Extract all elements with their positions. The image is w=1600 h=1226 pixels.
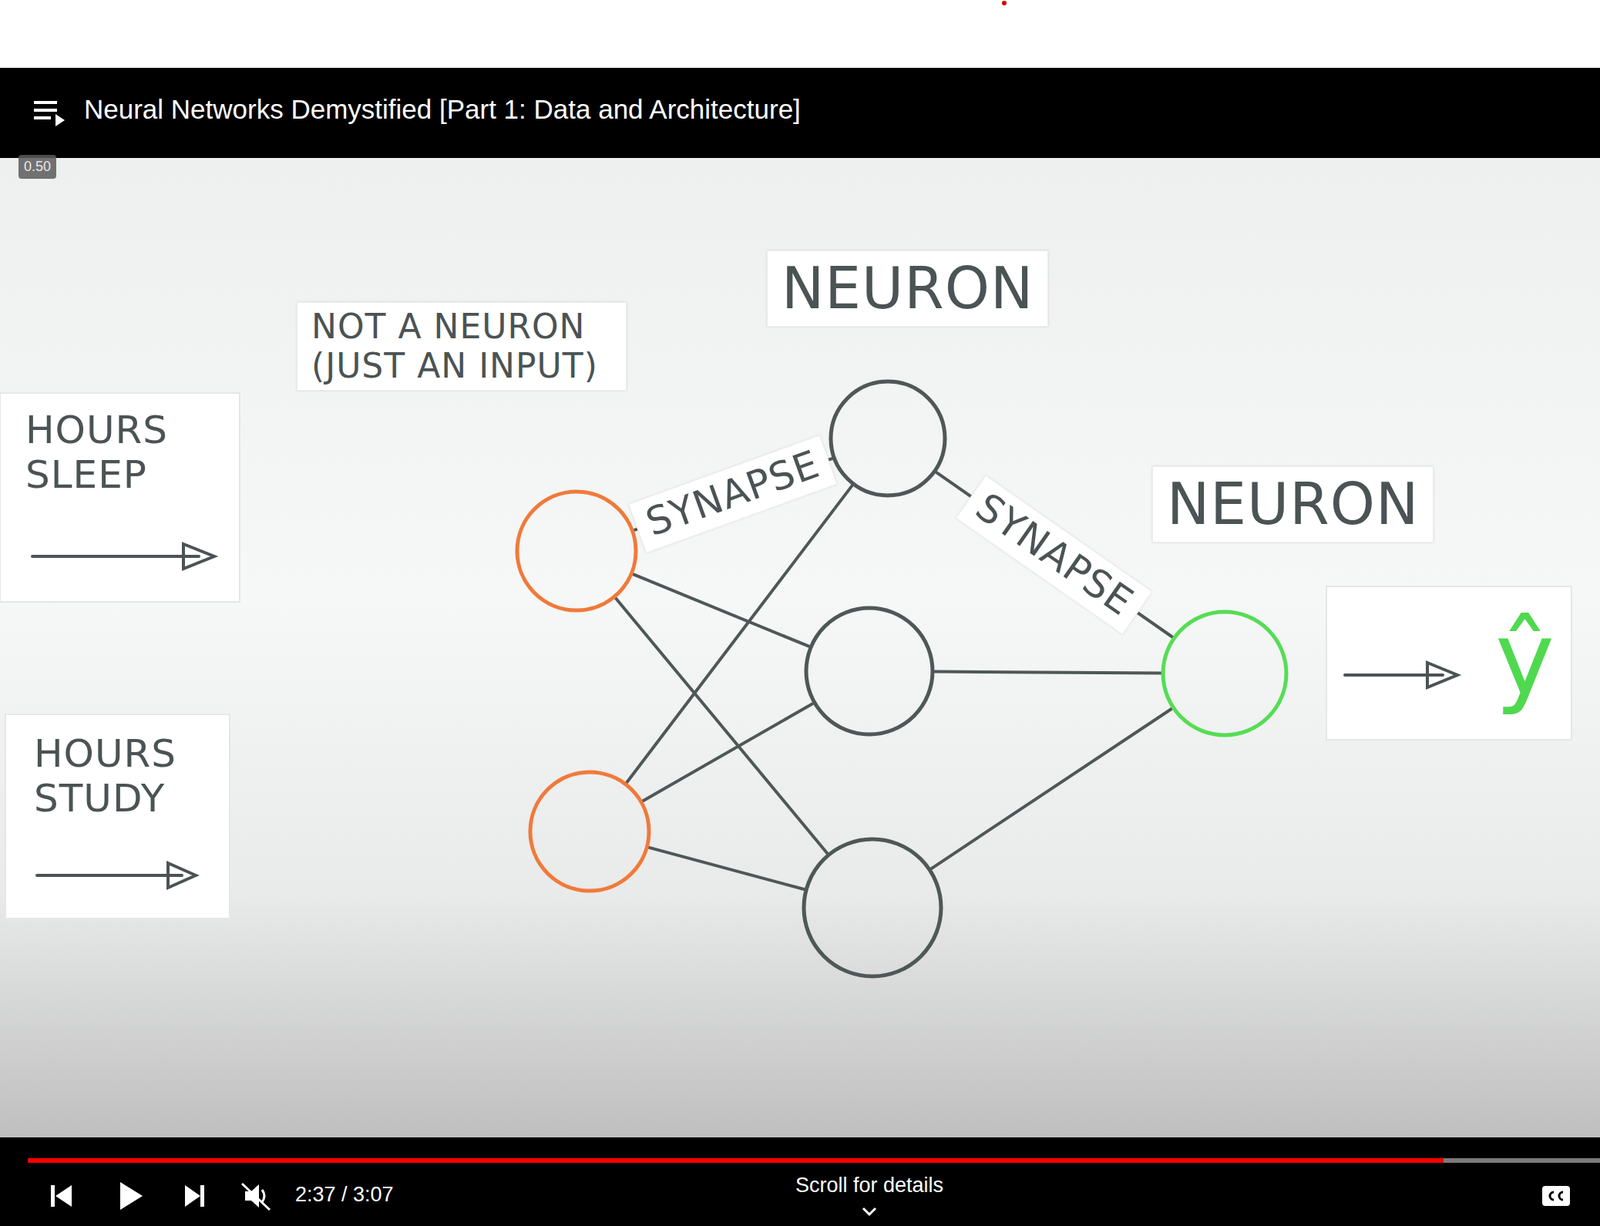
- top-bar: [0, 0, 1600, 68]
- playlist-icon: [33, 102, 65, 127]
- play-icon: [120, 1182, 143, 1211]
- input-label: HOURS SLEEP: [25, 408, 226, 498]
- input-circle: [527, 769, 652, 894]
- input-label: HOURS STUDY: [33, 732, 227, 821]
- mute-icon: [242, 1183, 270, 1211]
- hidden-neuron: [801, 836, 944, 979]
- synapse-label: SYNAPSE: [628, 435, 839, 554]
- synapse-line: [934, 672, 1161, 674]
- circle-outline: [1160, 609, 1289, 738]
- node-heading: NEURON: [766, 250, 1049, 327]
- circle-outline: [801, 836, 944, 979]
- node-heading: NOT A NEURON (JUST AN INPUT): [296, 302, 627, 391]
- next-icon: [184, 1185, 205, 1207]
- synapse-line: [936, 472, 1173, 637]
- speed-badge: 0.50: [18, 154, 57, 179]
- previous-icon: [50, 1185, 72, 1207]
- control-bar: [0, 1137, 1600, 1226]
- circle-stroke: [830, 381, 945, 496]
- input-arrow: [32, 544, 1458, 888]
- cc-icon: [1542, 1186, 1570, 1207]
- video-background: [0, 157, 1600, 1138]
- paper-strip: [0, 393, 240, 602]
- circle-stroke: [517, 491, 636, 611]
- synapse-line: [648, 847, 804, 890]
- output-symbol: ŷ: [1495, 608, 1555, 710]
- synapse-line: [642, 703, 813, 801]
- circle-stroke: [1163, 611, 1287, 736]
- synapse-label: SYNAPSE: [955, 474, 1153, 635]
- node-heading: NEURON: [1152, 466, 1434, 543]
- title-bar: [0, 67, 1600, 158]
- progress-track: [27, 1158, 1600, 1164]
- circle-outline: [514, 489, 639, 613]
- time-display: 2:37 / 3:07: [295, 1183, 394, 1207]
- circle-outline: [803, 605, 935, 737]
- synapse-line: [931, 709, 1172, 869]
- video-title: Neural Networks Demystified [Part 1: Dat…: [84, 94, 801, 125]
- input-circle: NOT A NEURON (JUST AN INPUT): [514, 489, 639, 613]
- scroll-hint: Scroll for details: [795, 1173, 944, 1198]
- synapse-line: [633, 574, 809, 646]
- paper-strip: [5, 714, 230, 919]
- circle-outline: [527, 769, 652, 894]
- circle-stroke: [803, 839, 942, 977]
- paper-strip: [1326, 586, 1572, 740]
- circle-stroke: [806, 608, 933, 735]
- output-neuron: NEURON: [1160, 609, 1289, 738]
- circle-outline: [828, 379, 948, 498]
- red-dot: [1001, 0, 1007, 6]
- circle-stroke: [530, 772, 649, 891]
- hidden-neuron: [803, 605, 935, 737]
- progress-played: [27, 1158, 1444, 1164]
- hidden-neuron: NEURON: [828, 379, 948, 498]
- chevron-icon: [863, 1208, 876, 1215]
